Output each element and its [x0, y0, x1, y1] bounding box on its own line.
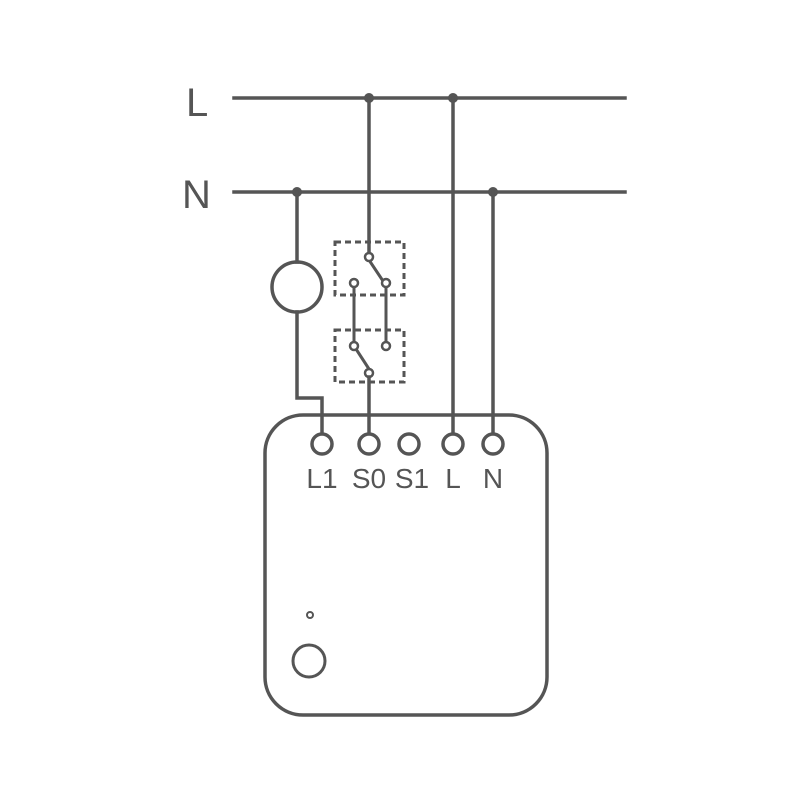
bus-label-line: L [186, 81, 208, 125]
lamp-icon [270, 260, 324, 314]
switch-contact [380, 340, 392, 352]
terminal-n [481, 432, 505, 456]
terminal-label: N [483, 463, 503, 494]
terminal-label: S1 [395, 463, 429, 494]
terminal-l [441, 432, 465, 456]
terminal-s1 [397, 432, 421, 456]
switch-box-upper [333, 240, 406, 297]
terminal-l1 [310, 432, 334, 456]
reset-button[interactable] [291, 643, 327, 679]
status-led-icon [306, 611, 314, 619]
relay-module [263, 413, 549, 717]
terminal-label: S0 [352, 463, 386, 494]
switch-contact [348, 340, 360, 352]
switch-contact [380, 277, 392, 289]
terminal-label: L [445, 463, 461, 494]
bus-label-neutral: N [182, 173, 211, 217]
switch-lever-icon [354, 348, 371, 370]
switch-contact [348, 277, 360, 289]
switch-pivot [363, 251, 375, 263]
terminal-s0 [357, 432, 381, 456]
switch-lever-icon [367, 259, 385, 282]
terminal-label: L1 [306, 463, 337, 494]
